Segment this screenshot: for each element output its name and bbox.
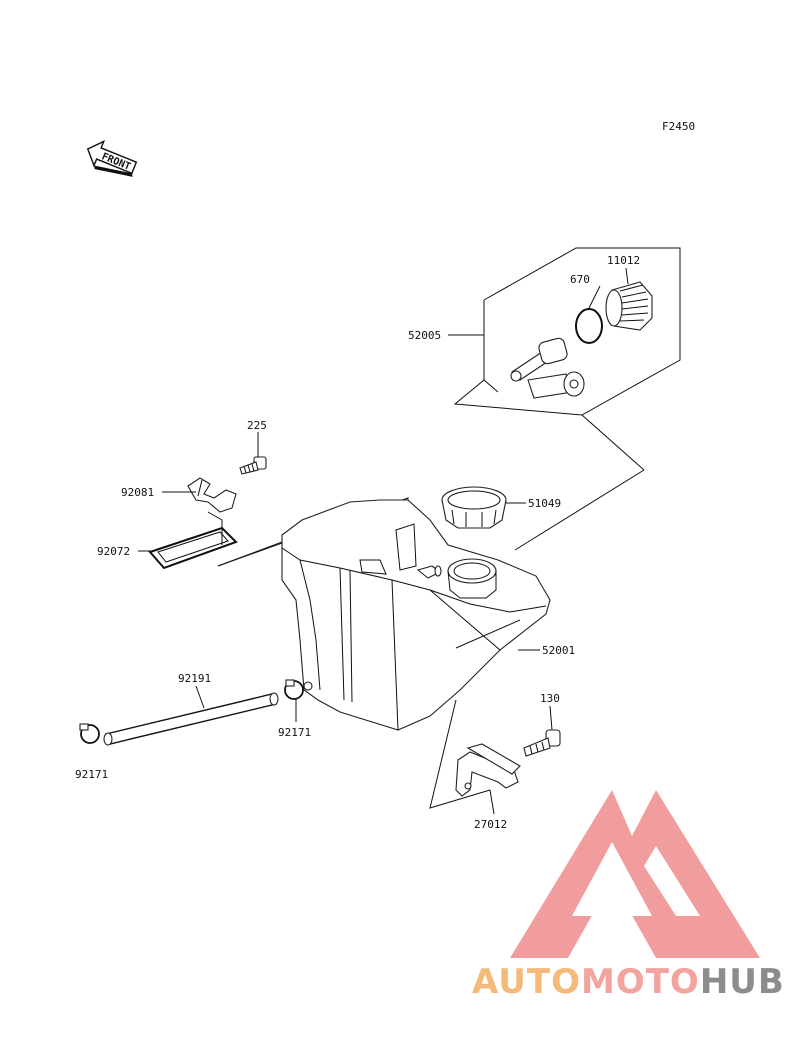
gasket-92072 [148, 526, 238, 570]
tank-52001 [281, 499, 551, 731]
logo-part-moto: MOTO [580, 962, 700, 1002]
bracket-27012 [455, 743, 521, 797]
label-92171-right: 92171 [278, 726, 311, 739]
logo-part-hub: HUB [699, 962, 785, 1002]
label-130: 130 [540, 692, 560, 705]
cap-51049 [441, 486, 507, 529]
label-52001: 52001 [542, 644, 575, 657]
hose-92191 [103, 692, 279, 746]
clamp-92171-left [79, 723, 100, 744]
clamp-92171-right [284, 679, 304, 700]
front-arrow-icon: FRONT [86, 140, 138, 177]
label-92191: 92191 [178, 672, 211, 685]
cap-11012 [605, 281, 653, 331]
bracket-92081 [187, 477, 237, 513]
label-670: 670 [570, 273, 590, 286]
label-11012: 11012 [607, 254, 640, 267]
label-92171-left: 92171 [75, 768, 108, 781]
label-51049: 51049 [528, 497, 561, 510]
screw-225 [239, 456, 267, 475]
label-225: 225 [247, 419, 267, 432]
bolt-130 [523, 729, 561, 757]
label-92072: 92072 [97, 545, 130, 558]
label-52005: 52005 [408, 329, 441, 342]
logo-part-auto: AUTO [472, 962, 581, 1002]
label-27012: 27012 [474, 818, 507, 831]
o-ring-670 [575, 308, 603, 344]
watermark-mark-icon [510, 790, 760, 958]
label-92081: 92081 [121, 486, 154, 499]
figure-code: F2450 [662, 120, 695, 133]
cap-assembly-52005 [453, 247, 681, 416]
watermark-logo: AUTOMOTOHUB [472, 962, 785, 1002]
